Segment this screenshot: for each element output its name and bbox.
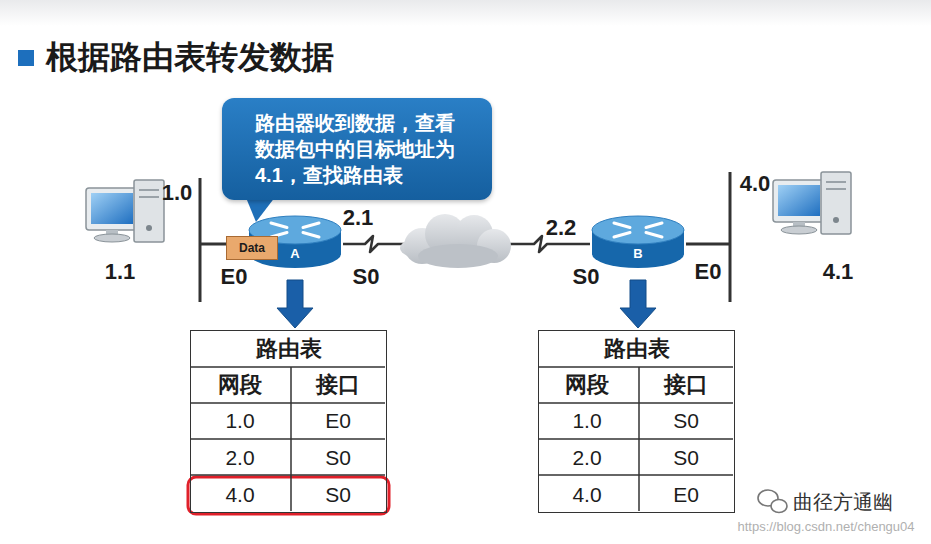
router: B [590, 214, 686, 270]
router-arrow [271, 233, 287, 238]
table-cell: 网段 [565, 370, 609, 400]
table-rule [191, 438, 385, 440]
table-cell: S0 [325, 483, 351, 507]
router-top [249, 216, 341, 244]
router-arrow [303, 223, 319, 228]
table-cell: 1.0 [225, 409, 254, 433]
callout-bubble: 路由器收到数据，查看数据包中的目标地址为4.1，查找路由表 [222, 98, 492, 200]
table-rule [539, 366, 733, 368]
interface-address: 1.0 [162, 180, 193, 206]
routing-table: 路由表 [538, 330, 735, 513]
computer-icon [86, 180, 164, 242]
interface-address: 1.1 [105, 259, 136, 285]
routing-table: 路由表 [190, 330, 387, 513]
watermark: 曲径方通幽 [793, 489, 893, 516]
table-cell: 4.0 [572, 483, 601, 507]
packet-label: Data [239, 241, 265, 255]
table-rule [539, 402, 733, 404]
interface-address: 4.0 [740, 171, 771, 197]
block-arrow [277, 280, 313, 328]
slide-title: 根据路由表转发数据 [46, 36, 334, 80]
computer-icon [773, 172, 851, 234]
interface-address: S0 [573, 264, 600, 290]
block-arrow [620, 280, 656, 328]
data-packet: Data [226, 236, 278, 260]
router-icon [590, 214, 686, 270]
table-cell: 4.0 [225, 483, 254, 507]
router-arrow [303, 233, 319, 238]
table-cell: S0 [673, 446, 699, 470]
interface-address: E0 [221, 264, 248, 290]
watermark: https://blog.csdn.net/chengu04 [737, 519, 914, 534]
table-cell: 网段 [218, 370, 262, 400]
wechat-icon [758, 490, 787, 513]
table-rule [191, 474, 385, 476]
table-rule [290, 367, 292, 511]
table-cell: E0 [325, 409, 351, 433]
interface-address: 2.2 [546, 215, 577, 241]
router-top [592, 216, 684, 244]
table-cell: 接口 [664, 370, 708, 400]
table-cell: 2.0 [225, 446, 254, 470]
table-rule [539, 438, 733, 440]
table-rule [191, 402, 385, 404]
table-heading: 路由表 [191, 331, 386, 367]
interface-address: S0 [353, 264, 380, 290]
router-arrow [271, 223, 287, 228]
lan-wire [686, 243, 730, 246]
wan-cloud [400, 214, 511, 268]
table-cell: S0 [673, 409, 699, 433]
table-rule [191, 366, 385, 368]
callout-text: 路由器收到数据，查看数据包中的目标地址为4.1，查找路由表 [255, 110, 460, 188]
router-arrow [614, 223, 630, 228]
router-arrow [614, 233, 630, 238]
table-rule [638, 367, 640, 511]
table-cell: 1.0 [572, 409, 601, 433]
router-arrow [646, 223, 662, 228]
title-bullet [18, 50, 34, 66]
table-cell: S0 [325, 446, 351, 470]
table-heading: 路由表 [539, 331, 734, 367]
interface-address: E0 [695, 259, 722, 285]
table-cell: E0 [673, 483, 699, 507]
table-cell: 接口 [316, 370, 360, 400]
interface-address: 4.1 [823, 259, 854, 285]
router-arrow [646, 233, 662, 238]
router-name: B [590, 246, 686, 261]
table-cell: 2.0 [572, 446, 601, 470]
lan-segment [199, 178, 202, 302]
lan-segment [729, 172, 732, 302]
table-rule [539, 474, 733, 476]
highlight-box [188, 477, 389, 514]
interface-address: 2.1 [343, 205, 374, 231]
